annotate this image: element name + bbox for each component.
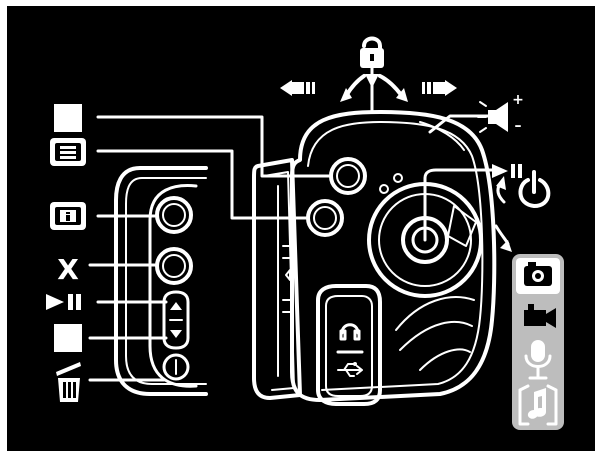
power-icon (518, 170, 551, 208)
stop-icon (54, 104, 82, 132)
microphone-mode-icon (524, 340, 552, 380)
play-pause-icon (46, 294, 81, 310)
arrow-right-icon (422, 80, 457, 96)
mode-dial (367, 168, 502, 298)
close-icon: X (57, 253, 79, 286)
connector-panel (316, 284, 382, 406)
info-icon (50, 202, 86, 230)
light-icon: + – (477, 92, 524, 134)
trash-icon (56, 362, 81, 402)
rotate-down-arc (494, 224, 510, 246)
stop-icon-2 (54, 324, 82, 352)
video-mode-icon (524, 304, 556, 328)
callout-lines (88, 82, 490, 382)
photo-mode-icon (516, 258, 560, 294)
menu-icon (50, 138, 86, 166)
music-mode-icon (518, 384, 558, 426)
side-panel (114, 166, 208, 396)
play-pause-icon-2 (492, 164, 522, 178)
mode-panel (512, 254, 564, 430)
zoom-minus-label: – (515, 118, 522, 134)
camera-body (252, 110, 497, 402)
arrow-left-icon (280, 80, 315, 96)
zoom-plus-label: + (512, 92, 524, 108)
lock-icon (360, 36, 384, 68)
slide-right-arc (378, 74, 404, 98)
